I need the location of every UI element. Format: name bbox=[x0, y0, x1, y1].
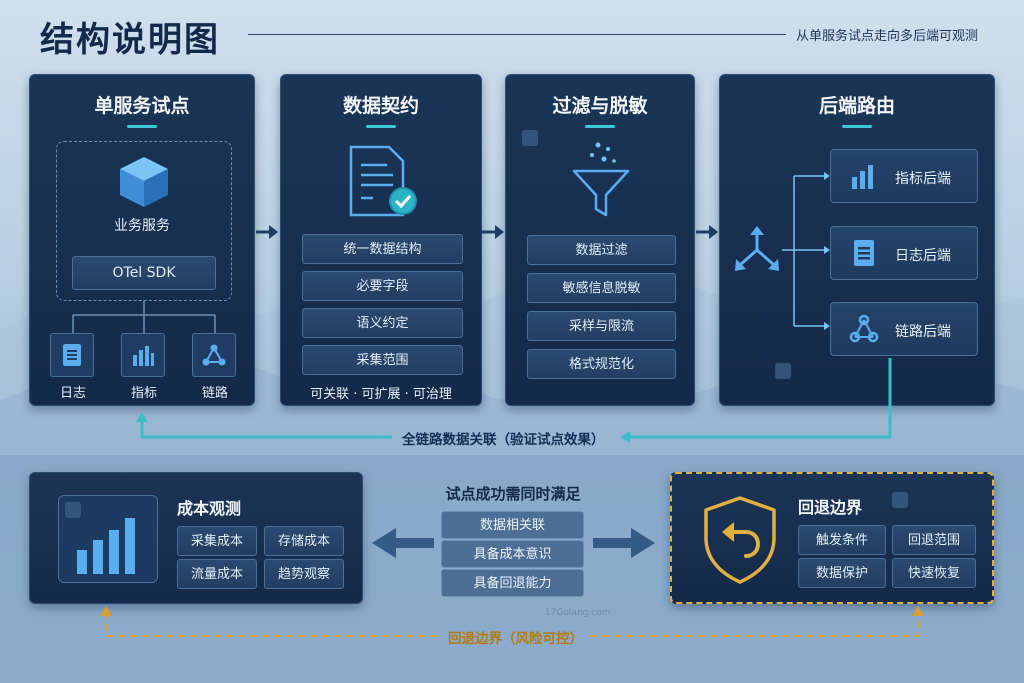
condition-item: 具备回退能力 bbox=[441, 569, 584, 597]
backend-label: 指标后端 bbox=[895, 171, 951, 187]
stage-title: 后端路由 bbox=[818, 95, 895, 117]
metrics-backend-box: 指标后端 bbox=[830, 149, 978, 203]
contract-item: 必要字段 bbox=[302, 271, 463, 301]
fallback-item: 数据保护 bbox=[798, 558, 886, 588]
stage-backend-routing-panel: 后端路由 指标后端 日志后端 bbox=[719, 74, 995, 406]
title-accent bbox=[585, 125, 615, 128]
contract-item: 语义约定 bbox=[302, 308, 463, 338]
cost-item: 趋势观察 bbox=[264, 559, 344, 589]
document-icon bbox=[854, 240, 874, 266]
stage-title: 数据契约 bbox=[342, 95, 419, 117]
fallback-title: 回退边界 bbox=[798, 498, 863, 517]
title-divider bbox=[248, 34, 786, 35]
cost-item: 存储成本 bbox=[264, 526, 344, 556]
bar-chart-icon bbox=[77, 518, 135, 574]
stage-single-service-panel: 单服务试点 业务服务 OTel SDK bbox=[29, 74, 255, 406]
log-signal-box bbox=[50, 333, 94, 377]
metric-signal-box bbox=[121, 333, 165, 377]
fallback-item: 触发条件 bbox=[798, 525, 886, 555]
stage-title: 过滤与脱敏 bbox=[552, 95, 648, 117]
flow-arrow-icon bbox=[256, 225, 278, 239]
logo-icon bbox=[892, 492, 908, 508]
fallback-loop-label: 回退边界（风险可控） bbox=[448, 631, 583, 647]
stage-filter-mask-panel: 过滤与脱敏 数据过滤 敏感信息脱敏 采样与限流 格式规范化 bbox=[505, 74, 695, 406]
log-signal-label: 日志 bbox=[59, 386, 86, 401]
metric-signal-label: 指标 bbox=[130, 386, 157, 401]
condition-item: 数据相关联 bbox=[441, 511, 584, 539]
logo-icon bbox=[65, 502, 81, 518]
cost-chart-box bbox=[58, 495, 158, 583]
shield-undo-icon bbox=[704, 496, 776, 584]
trace-signal-label: 链路 bbox=[201, 386, 228, 401]
trace-nodes-icon bbox=[202, 344, 226, 366]
bar-chart-icon bbox=[852, 165, 873, 189]
filter-item: 格式规范化 bbox=[527, 349, 676, 379]
trace-nodes-icon bbox=[849, 314, 879, 343]
cost-item: 采集成本 bbox=[177, 526, 257, 556]
otel-sdk-box: OTel SDK bbox=[72, 256, 216, 290]
contract-item: 采集范围 bbox=[302, 345, 463, 375]
routing-lines bbox=[782, 172, 830, 330]
logo-icon bbox=[522, 130, 538, 146]
filter-item: 数据过滤 bbox=[527, 235, 676, 265]
router-hub-icon bbox=[735, 226, 779, 271]
page-title: 结构说明图 bbox=[40, 20, 220, 60]
fallback-item: 快速恢复 bbox=[892, 558, 976, 588]
filter-item: 敏感信息脱敏 bbox=[527, 273, 676, 303]
contract-item: 统一数据结构 bbox=[302, 234, 463, 264]
arrow-right-icon bbox=[593, 528, 655, 558]
traces-backend-box: 链路后端 bbox=[830, 302, 978, 356]
watermark: 17Golang.com bbox=[545, 608, 611, 618]
logs-backend-box: 日志后端 bbox=[830, 226, 978, 280]
cost-item: 流量成本 bbox=[177, 559, 257, 589]
service-dashed-frame bbox=[56, 141, 232, 301]
stage-data-contract-panel: 数据契约 统一数据结构 必要字段 语义约定 采集范围 可关联 · 可扩展 · 可… bbox=[280, 74, 482, 406]
funnel-icon bbox=[572, 142, 630, 217]
filter-item: 采样与限流 bbox=[527, 311, 676, 341]
condition-item: 具备成本意识 bbox=[441, 540, 584, 568]
contract-document-icon bbox=[349, 145, 417, 217]
arrow-left-icon bbox=[372, 528, 434, 558]
fallback-item: 回退范围 bbox=[892, 525, 976, 555]
sdk-branch-lines bbox=[72, 301, 216, 333]
cube-icon bbox=[120, 157, 168, 207]
title-accent bbox=[366, 125, 396, 128]
flow-arrow-icon bbox=[696, 225, 718, 239]
bar-chart-icon bbox=[133, 346, 154, 366]
service-label: 业务服务 bbox=[114, 218, 170, 234]
title-accent bbox=[127, 125, 157, 128]
title-accent bbox=[842, 125, 872, 128]
cost-title: 成本观测 bbox=[177, 499, 242, 518]
backend-label: 链路后端 bbox=[895, 324, 951, 340]
document-icon bbox=[63, 344, 81, 366]
conditions-title: 试点成功需同时满足 bbox=[445, 485, 581, 503]
trace-signal-box bbox=[192, 333, 236, 377]
correlation-loop-label: 全链路数据关联（验证试点效果） bbox=[402, 432, 605, 448]
fallback-boundary-panel: 回退边界 触发条件 回退范围 数据保护 快速恢复 bbox=[670, 472, 994, 604]
cost-observation-panel: 成本观测 采集成本 存储成本 流量成本 趋势观察 bbox=[29, 472, 363, 604]
contract-footer: 可关联 · 可扩展 · 可治理 bbox=[310, 387, 452, 402]
logo-icon bbox=[775, 363, 791, 379]
backend-label: 日志后端 bbox=[895, 248, 951, 264]
flow-arrow-icon bbox=[482, 225, 504, 239]
page-subtitle: 从单服务试点走向多后端可观测 bbox=[796, 29, 979, 44]
stage-title: 单服务试点 bbox=[94, 95, 190, 117]
